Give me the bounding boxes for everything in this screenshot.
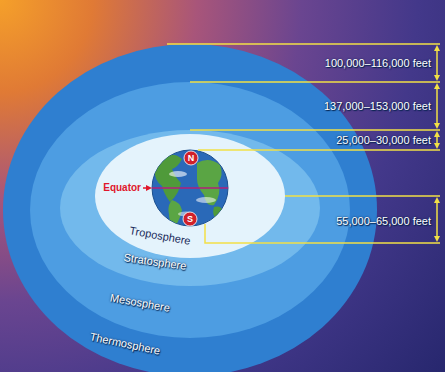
dimension-arrow (436, 201, 438, 238)
altitude-line (190, 81, 440, 83)
arrow-head (434, 236, 440, 242)
dimension-arrow (436, 49, 438, 77)
altitude-line (285, 195, 440, 197)
altitude-line (190, 129, 440, 131)
arrow-head (434, 197, 440, 203)
pole-label: S (187, 214, 193, 224)
dimension-arrow (436, 87, 438, 125)
equator-label: Equator (103, 182, 141, 194)
continent (197, 160, 222, 205)
altitude-label: 137,000–153,000 feet (324, 100, 431, 113)
pole-marker (183, 212, 197, 226)
arrow-head (434, 143, 440, 149)
cloud (196, 197, 216, 203)
arrow-head (434, 123, 440, 129)
continent (155, 155, 182, 202)
equator-pointer-head (146, 185, 152, 191)
altitude-label: 25,000–30,000 feet (336, 134, 431, 147)
arrow-head (434, 75, 440, 81)
arrow-head (434, 83, 440, 89)
earth (143, 150, 228, 228)
equator-line (152, 187, 228, 189)
pole-label: N (188, 153, 195, 163)
cloud (169, 171, 187, 177)
band-shape (30, 82, 350, 338)
continent (213, 207, 223, 219)
earth-ocean (152, 150, 228, 226)
altitude-lines (167, 44, 440, 243)
arrow-heads (434, 45, 440, 242)
band-shape (3, 44, 377, 372)
earth-surface (155, 155, 223, 228)
altitude-label: 55,000–65,000 feet (336, 215, 431, 228)
arrow-head (434, 131, 440, 137)
band-shape (95, 134, 285, 258)
pole-marker (184, 151, 198, 165)
altitude-line (198, 149, 440, 151)
altitude-label: 100,000–116,000 feet (325, 57, 431, 70)
band-shape (60, 130, 320, 286)
arrow-head (434, 45, 440, 51)
altitude-line (205, 224, 440, 243)
altitude-line (167, 43, 440, 45)
